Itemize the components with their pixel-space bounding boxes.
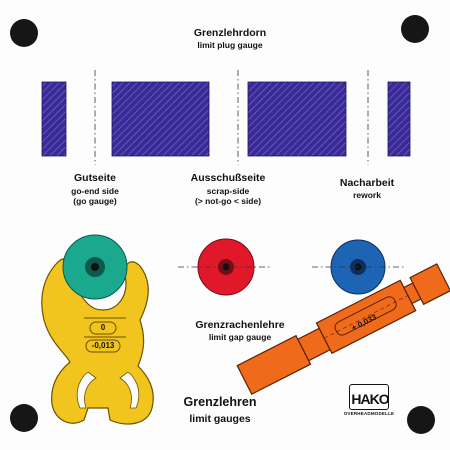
gap-gauge-scale-bottom: -0,013 (91, 341, 115, 350)
mounting-hole-icon (10, 19, 38, 47)
plug-gauge-body (236, 263, 450, 395)
scrap-side-line2: (> not-go < side) (194, 196, 262, 206)
plug-gauge-title-de: Grenzlehrdorn (193, 27, 267, 39)
main-title-de: Grenzlehren (183, 395, 257, 409)
rework-title: Nacharbeit (339, 177, 395, 189)
gap-gauge-title-de: Grenzrachenlehre (195, 319, 285, 331)
go-side-line1: go-end side (71, 186, 119, 196)
logo-text: HAKO (351, 391, 389, 407)
hako-logo: HAKO OVERHEADMODELLE (343, 382, 395, 420)
mounting-hole-icon (401, 15, 429, 43)
plug-bar-scrap (247, 81, 347, 157)
go-side-title: Gutseite (73, 172, 116, 184)
mounting-hole-icon (407, 406, 435, 434)
logo-subtitle: OVERHEADMODELLE (343, 411, 395, 416)
gap-gauge-scale-top: 0 (100, 323, 106, 332)
plug-gauge-scale-box (334, 296, 397, 336)
gap-gauge-jaw-right (119, 371, 140, 409)
scrap-side-line1: scrap-side (206, 186, 250, 196)
go-circle (62, 234, 128, 300)
plug-bar-go-left (41, 81, 67, 157)
scrap-circle (197, 238, 255, 296)
gap-gauge-scale-box-top (89, 321, 117, 335)
mounting-hole-icon (10, 404, 38, 432)
plug-bar-rework (387, 81, 411, 157)
gap-gauge-scale-box-bottom (85, 339, 121, 353)
go-side-line2: (go gauge) (73, 196, 117, 206)
plug-bar-go-right (111, 81, 210, 157)
gap-gauge-title-en: limit gap gauge (208, 332, 272, 342)
plug-gauge-title-en: limit plug gauge (197, 40, 263, 50)
gap-gauge-jaw-left (76, 371, 97, 409)
scrap-side-title: Ausschußseite (190, 172, 266, 184)
main-title-en: limit gauges (189, 413, 251, 425)
rework-line1: rework (353, 190, 381, 200)
